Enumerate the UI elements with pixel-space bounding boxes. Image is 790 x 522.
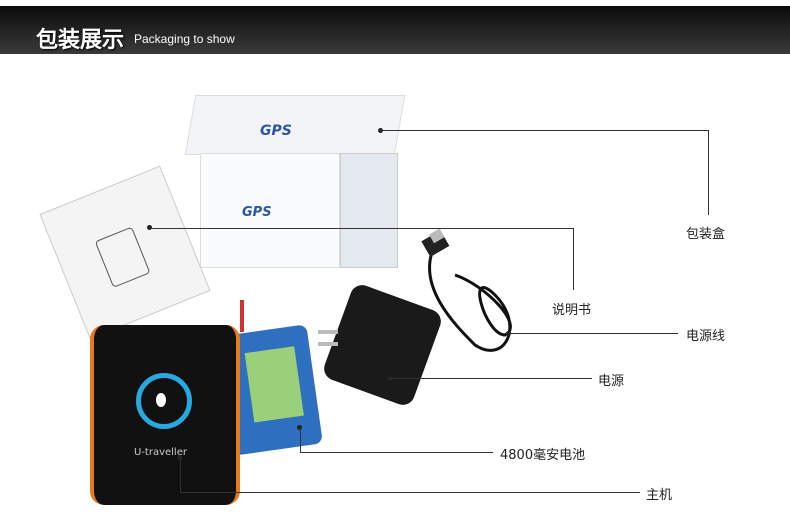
box-side-logo: GPS [242,205,272,220]
power-cable-image [421,228,512,352]
box-brand-logo: GPS [260,123,292,139]
callout-box: 包装盒 [686,227,726,242]
callout-device: 主机 [646,488,673,503]
device-brand: U-traveller [134,447,187,458]
callout-cable: 电源线 [686,329,726,344]
callout-adapter: 电源 [598,374,625,389]
packaging-box-image: GPS GPS [184,95,410,275]
section-header: 包装展示 Packaging to show [0,6,790,54]
callout-manual: 说明书 [552,303,592,318]
section-title-en: Packaging to show [134,32,235,46]
manual-image [39,165,211,340]
section-title-cn: 包装展示 [36,28,125,53]
callout-battery: 4800毫安电池 [500,448,586,463]
gps-device-image: U-traveller [90,325,240,505]
